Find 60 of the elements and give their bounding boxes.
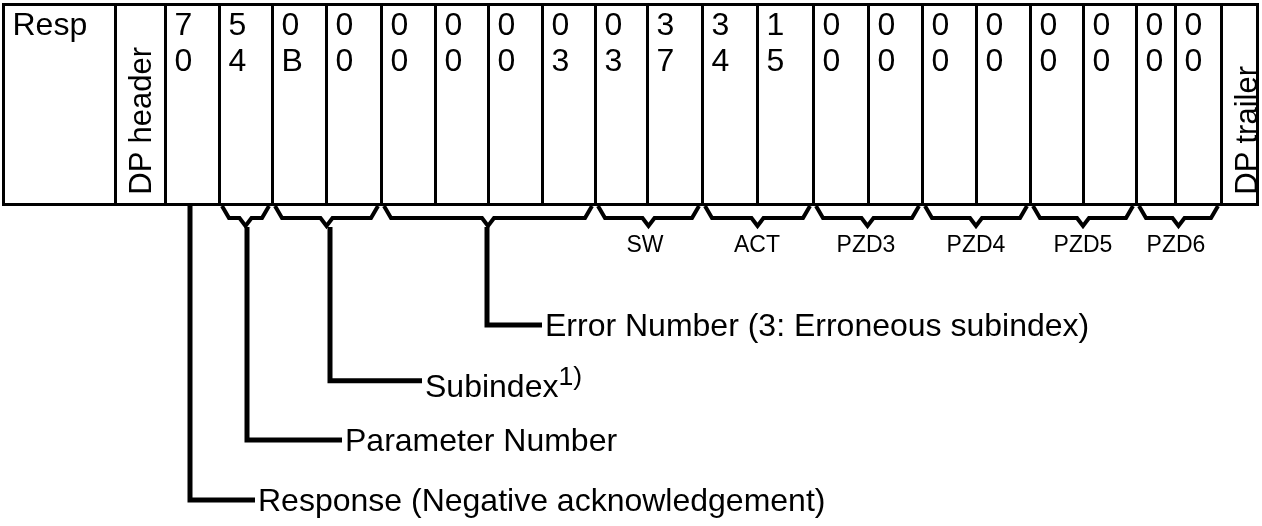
field-label: DP header xyxy=(122,47,159,195)
hex-digit: 0 xyxy=(443,6,464,42)
hex-digit: 4 xyxy=(227,42,248,78)
hex-digit: 3 xyxy=(655,6,676,42)
hex-digit: 3 xyxy=(710,6,731,42)
callout-text: Parameter Number xyxy=(345,421,618,459)
field-label: SW xyxy=(626,231,664,258)
hex-digit: 0 xyxy=(1144,6,1165,42)
hex-digit: 1 xyxy=(765,6,786,42)
field-label: PZD5 xyxy=(1053,231,1113,258)
hex-digit: 0 xyxy=(821,6,842,42)
callout-text: Error Number (3: Erroneous subindex) xyxy=(545,306,1090,344)
hex-digit: 0 xyxy=(389,6,410,42)
hex-digit: 0 xyxy=(334,6,355,42)
leader-line xyxy=(244,227,342,443)
hex-digit: 0 xyxy=(930,42,951,78)
leader-line xyxy=(484,227,542,328)
hex-digit: 0 xyxy=(1183,42,1204,78)
hex-digit: 0 xyxy=(496,6,517,42)
hex-digit: 0 xyxy=(1091,6,1112,42)
hex-digit: 0 xyxy=(280,6,301,42)
hex-digit: 3 xyxy=(603,42,624,78)
leader-line xyxy=(187,206,255,503)
bracket xyxy=(381,206,595,228)
table-cell xyxy=(1,3,117,206)
hex-digit: 0 xyxy=(984,42,1005,78)
hex-digit: 0 xyxy=(173,42,194,78)
callout-text: Subindex$^{1)}$ xyxy=(425,357,583,405)
callout-text: Response (Negative acknowledgement) xyxy=(258,481,826,519)
hex-digit: 0 xyxy=(603,6,624,42)
hex-digit: 0 xyxy=(443,42,464,78)
hex-digit: 0 xyxy=(984,6,1005,42)
hex-digit: 5 xyxy=(227,6,248,42)
hex-digit: 0 xyxy=(1038,42,1059,78)
bracket xyxy=(272,206,381,228)
hex-digit: 7 xyxy=(655,42,676,78)
field-label: PZD3 xyxy=(836,231,896,258)
hex-digit: 0 xyxy=(930,6,951,42)
hex-digit: 0 xyxy=(1091,42,1112,78)
field-label: PZD4 xyxy=(946,231,1006,258)
hex-digit: 0 xyxy=(821,42,842,78)
field-label: ACT xyxy=(734,231,780,258)
hex-digit: 0 xyxy=(334,42,355,78)
field-label: PZD6 xyxy=(1146,231,1206,258)
hex-digit: 0 xyxy=(496,42,517,78)
hex-digit: 0 xyxy=(1038,6,1059,42)
hex-digit: 7 xyxy=(173,6,194,42)
hex-digit: B xyxy=(280,42,304,78)
hex-digit: 0 xyxy=(550,6,571,42)
hex-digit: 0 xyxy=(876,42,897,78)
leader-line xyxy=(327,227,422,384)
hex-digit: 3 xyxy=(550,42,571,78)
hex-digit: 0 xyxy=(876,6,897,42)
hex-digit: 0 xyxy=(1183,6,1204,42)
field-label: Resp xyxy=(11,6,89,42)
hex-digit: 5 xyxy=(765,42,786,78)
hex-digit: 0 xyxy=(389,42,410,78)
hex-digit: 4 xyxy=(710,42,731,78)
hex-digit: 0 xyxy=(1144,42,1165,78)
bracket xyxy=(219,206,272,228)
